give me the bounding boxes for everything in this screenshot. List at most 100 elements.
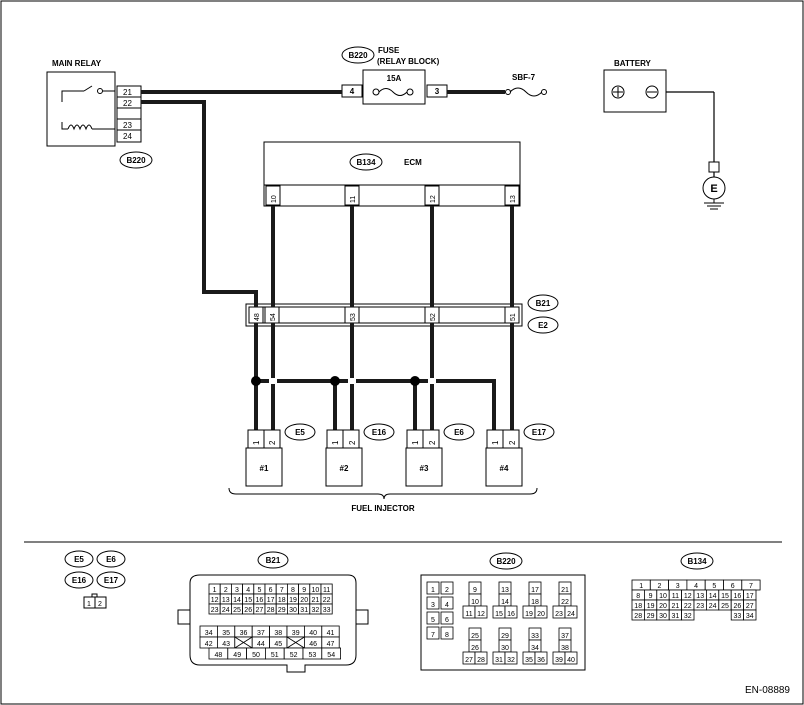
pin-number: 18 bbox=[634, 603, 642, 610]
pin-number: 9 bbox=[649, 593, 653, 600]
pin-number: 41 bbox=[327, 630, 335, 637]
pin-number: 28 bbox=[267, 607, 275, 614]
injector-name: #2 bbox=[340, 464, 349, 473]
pin-number: 6 bbox=[269, 587, 273, 594]
fuse-pin: 3 bbox=[435, 87, 440, 96]
pin-cell bbox=[474, 651, 488, 665]
ground-icon bbox=[704, 199, 724, 210]
main-relay-connector bbox=[116, 85, 142, 143]
pin-number: 14 bbox=[501, 599, 509, 606]
pin-number: 4 bbox=[445, 602, 449, 609]
pin-number: 5 bbox=[431, 617, 435, 624]
injector-pin: 2 bbox=[508, 440, 517, 445]
pin-number: 46 bbox=[309, 641, 317, 648]
pin-number: 39 bbox=[555, 657, 563, 664]
pin-cell bbox=[743, 609, 757, 621]
pin-number: 7 bbox=[431, 632, 435, 639]
blank-pin-mark bbox=[234, 636, 253, 649]
injector-brace bbox=[228, 487, 538, 500]
pin-number: 1 bbox=[431, 587, 435, 594]
pin-number: 53 bbox=[309, 652, 317, 659]
pin-number: 23 bbox=[696, 603, 704, 610]
pin-number: 1 bbox=[639, 583, 643, 590]
pin-number: 6 bbox=[445, 617, 449, 624]
pin-number: 28 bbox=[634, 613, 642, 620]
pin-number: 45 bbox=[274, 641, 282, 648]
pin-cell bbox=[564, 651, 578, 665]
pin-number: 38 bbox=[274, 630, 282, 637]
injector-pin: 1 bbox=[252, 440, 261, 445]
pin-number: 20 bbox=[659, 603, 667, 610]
sbf-label: SBF-7 bbox=[512, 73, 536, 82]
pin-number: 5 bbox=[712, 583, 716, 590]
pin-number: 11 bbox=[323, 587, 330, 594]
joint-pin: 51 bbox=[510, 313, 517, 321]
pin-number: 9 bbox=[302, 587, 306, 594]
pin-number: 22 bbox=[684, 603, 692, 610]
fuse-icon bbox=[372, 88, 414, 96]
pin-number: 10 bbox=[312, 587, 320, 594]
pin-number: 10 bbox=[659, 593, 667, 600]
pin-number: 13 bbox=[222, 597, 230, 604]
relay-coil-icon bbox=[61, 122, 115, 131]
pin-number: 35 bbox=[222, 630, 230, 637]
crossing-gaps bbox=[269, 378, 436, 384]
connector-badge-label: E6 bbox=[106, 555, 116, 564]
pin-cell bbox=[504, 605, 518, 619]
pin-cell bbox=[440, 626, 454, 640]
pin-number: 15 bbox=[721, 593, 729, 600]
pin-number: 13 bbox=[696, 593, 704, 600]
document-id: EN-08889 bbox=[745, 685, 790, 696]
pin-number: 25 bbox=[721, 603, 729, 610]
injector-pin: 1 bbox=[491, 440, 500, 445]
joint-pin: 48 bbox=[254, 313, 261, 321]
connector-badge bbox=[349, 153, 383, 171]
relay-terminal: 24 bbox=[123, 132, 132, 141]
legend-pin: 1 bbox=[87, 601, 91, 608]
pin-number: 17 bbox=[531, 587, 539, 594]
pin-number: 4 bbox=[694, 583, 698, 590]
pin-cell bbox=[426, 626, 440, 640]
pin-number: 4 bbox=[246, 587, 250, 594]
pin-number: 33 bbox=[531, 633, 539, 640]
pin-number: 20 bbox=[300, 597, 308, 604]
ground-label: E bbox=[710, 183, 717, 195]
pin-number: 18 bbox=[531, 599, 539, 606]
injector-pin: 1 bbox=[331, 440, 340, 445]
sbf-fuse-icon bbox=[505, 87, 547, 97]
connector-badge bbox=[363, 423, 395, 441]
connector-badge-label: E5 bbox=[74, 555, 84, 564]
pin-number: 25 bbox=[233, 607, 241, 614]
pin-number: 7 bbox=[749, 583, 753, 590]
fuse-block bbox=[362, 69, 426, 105]
connector-badge-label: B220 bbox=[126, 156, 146, 165]
pin-number: 21 bbox=[672, 603, 680, 610]
pin-number: 31 bbox=[672, 613, 680, 620]
ecm-pin: 11 bbox=[350, 196, 357, 203]
pin-number: 49 bbox=[233, 652, 241, 659]
pin-number: 2 bbox=[657, 583, 661, 590]
connector-badge-label: E16 bbox=[372, 428, 387, 437]
pin-number: 5 bbox=[257, 587, 261, 594]
connector-badge bbox=[284, 423, 316, 441]
joint-connector-inner bbox=[248, 306, 520, 324]
pin-number: 47 bbox=[327, 641, 335, 648]
pin-number: 37 bbox=[257, 630, 265, 637]
pin-number: 52 bbox=[290, 652, 298, 659]
connector-badge-label: B134 bbox=[687, 557, 707, 566]
pin-number: 37 bbox=[561, 633, 569, 640]
pin-cell bbox=[504, 651, 518, 665]
pin-number: 38 bbox=[561, 645, 569, 652]
connector-badge-label: B21 bbox=[266, 556, 281, 565]
pin-number: 21 bbox=[561, 587, 569, 594]
pin-number: 9 bbox=[473, 587, 477, 594]
pin-number: 16 bbox=[256, 597, 264, 604]
injector-pin: 1 bbox=[411, 440, 420, 445]
pin-number: 30 bbox=[659, 613, 667, 620]
pin-number: 48 bbox=[215, 652, 223, 659]
